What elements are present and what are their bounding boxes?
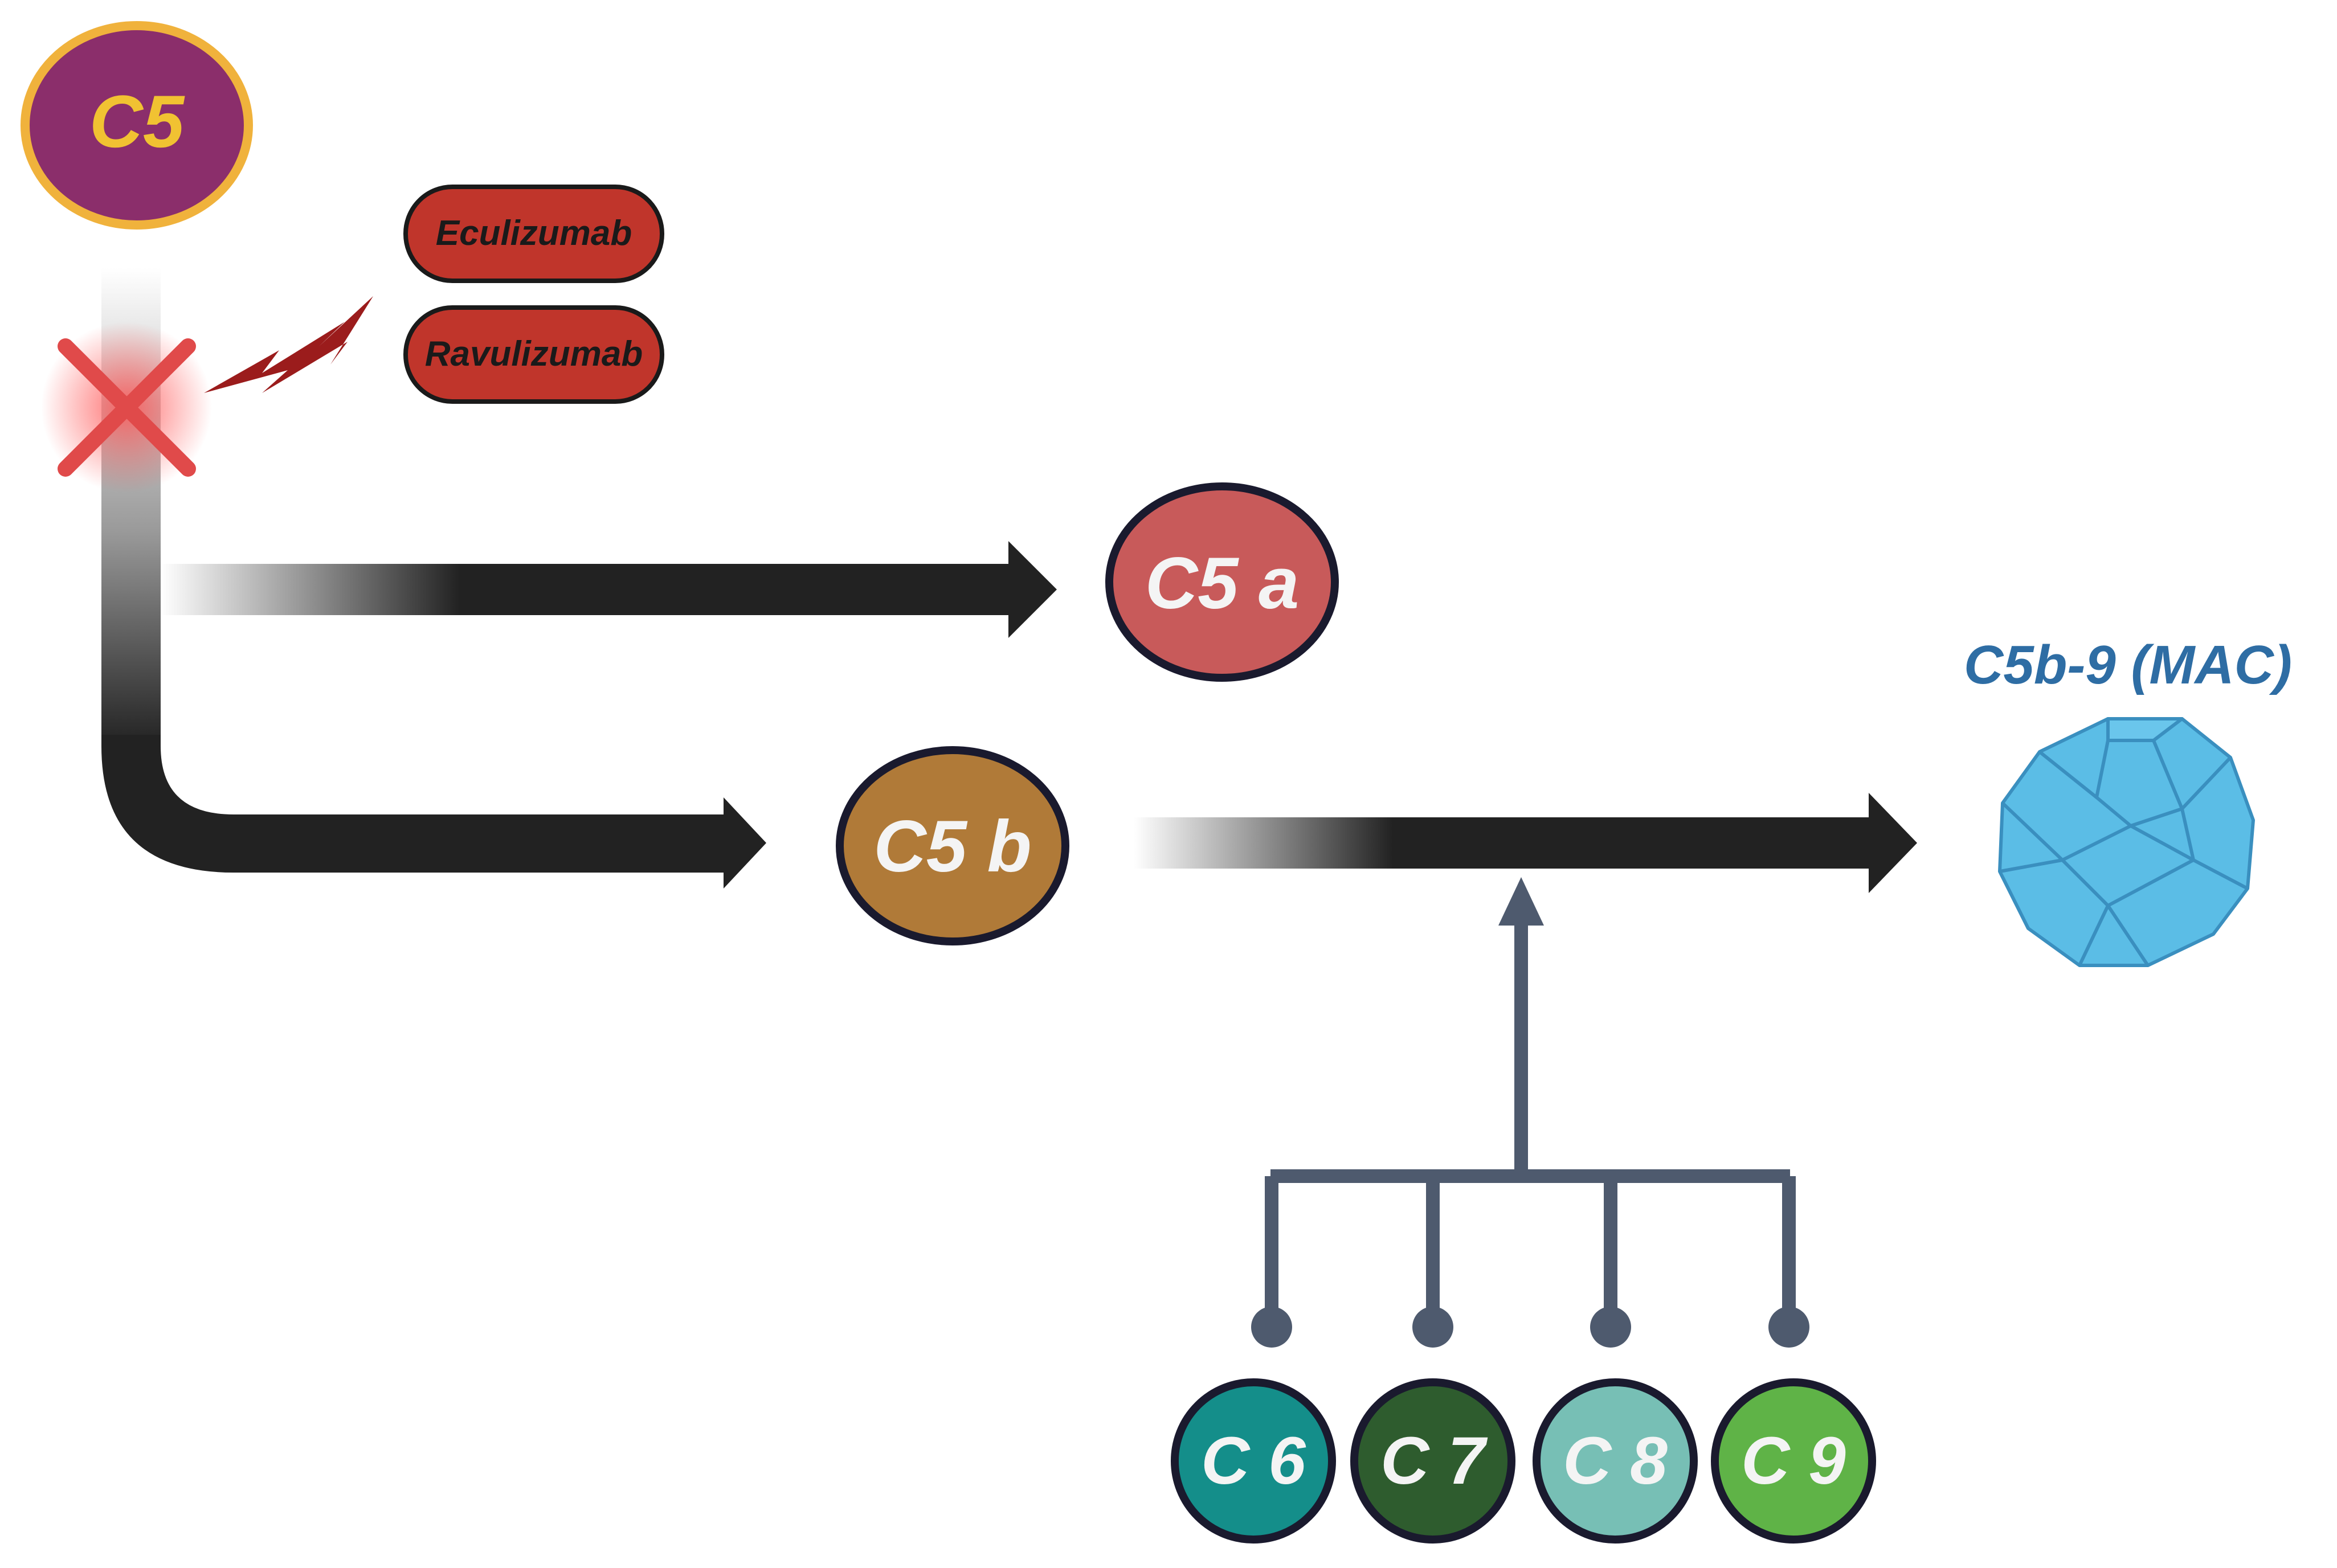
connector-arrow-head xyxy=(1498,877,1544,926)
mac-assembly-connector xyxy=(1265,923,1796,1321)
c8-label: C 8 xyxy=(1563,1423,1668,1499)
c5a-node xyxy=(1105,482,1339,682)
connector-end-dots xyxy=(1251,1307,1809,1348)
eculizumab-pill xyxy=(403,185,664,283)
c5a-arrow-shaft xyxy=(161,564,1015,615)
c5b-label: C5 b xyxy=(873,806,1031,887)
c8-node xyxy=(1533,1378,1698,1544)
eculizumab-label: Eculizumab xyxy=(436,214,632,253)
c7-node xyxy=(1350,1378,1515,1544)
mac-arrow-shaft xyxy=(1134,817,1874,869)
c5-label: C5 xyxy=(89,80,185,163)
mac-arrow-head xyxy=(1869,793,1917,893)
ravulizumab-label: Ravulizumab xyxy=(425,334,643,374)
lightning-icon xyxy=(204,296,373,393)
c6-label: C 6 xyxy=(1201,1423,1306,1499)
c5b-elbow-shape xyxy=(101,735,766,889)
c5a-label: C5 a xyxy=(1145,543,1299,624)
c5b-node xyxy=(836,746,1069,945)
c9-label: C 9 xyxy=(1741,1423,1846,1499)
c6-node xyxy=(1171,1378,1336,1544)
mac-label: C5b-9 (MAC) xyxy=(1964,634,2292,695)
ravulizumab-pill xyxy=(403,305,664,404)
block-x-icon xyxy=(58,338,196,477)
c5a-arrow-head xyxy=(1008,541,1057,638)
c5-node xyxy=(21,21,253,230)
c7-label: C 7 xyxy=(1380,1423,1488,1499)
mac-polyhedron-icon xyxy=(1998,717,2255,967)
c9-node xyxy=(1711,1378,1876,1544)
